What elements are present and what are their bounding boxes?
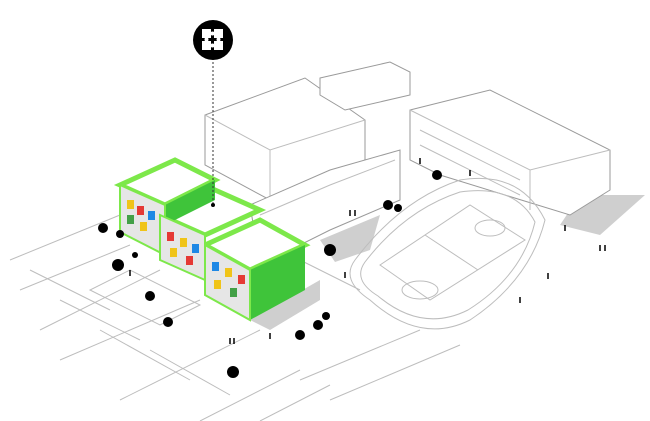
- puzzle-icon: [202, 29, 223, 50]
- puzzle-marker[interactable]: [193, 20, 233, 60]
- people: [129, 158, 606, 344]
- street-lines: [9, 214, 461, 421]
- highlighted-school-building: [113, 157, 320, 330]
- trees: [98, 170, 442, 378]
- sports-field: [349, 177, 546, 330]
- colored-windows: [127, 200, 245, 297]
- context-buildings: [204, 61, 645, 262]
